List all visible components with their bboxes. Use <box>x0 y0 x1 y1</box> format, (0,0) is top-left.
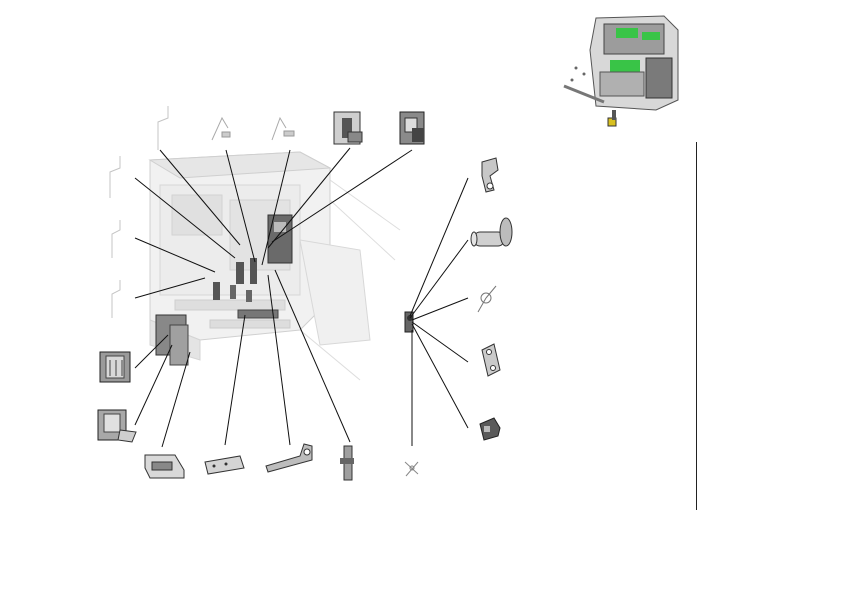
spring-icon <box>477 285 497 313</box>
fan-icon <box>97 409 137 443</box>
strap-icon <box>265 443 313 473</box>
wire-form-icon <box>211 116 295 141</box>
rail-icon <box>204 455 245 475</box>
assembly-overview-thumbnail <box>563 15 679 127</box>
clip-icon <box>479 417 501 441</box>
leader-lines <box>134 147 469 448</box>
lever-icon <box>481 157 499 193</box>
tray-icon <box>144 454 185 479</box>
bracket-icon <box>399 111 425 145</box>
link-icon <box>481 343 501 377</box>
page-divider-line <box>696 142 697 510</box>
fan-icon <box>99 351 131 383</box>
latch-icon <box>340 445 354 481</box>
bracket-icon <box>333 111 363 145</box>
roller-icon <box>470 217 513 247</box>
machine-body <box>148 151 401 381</box>
wire-spring-icon <box>109 106 169 318</box>
spring-icon <box>404 461 419 477</box>
